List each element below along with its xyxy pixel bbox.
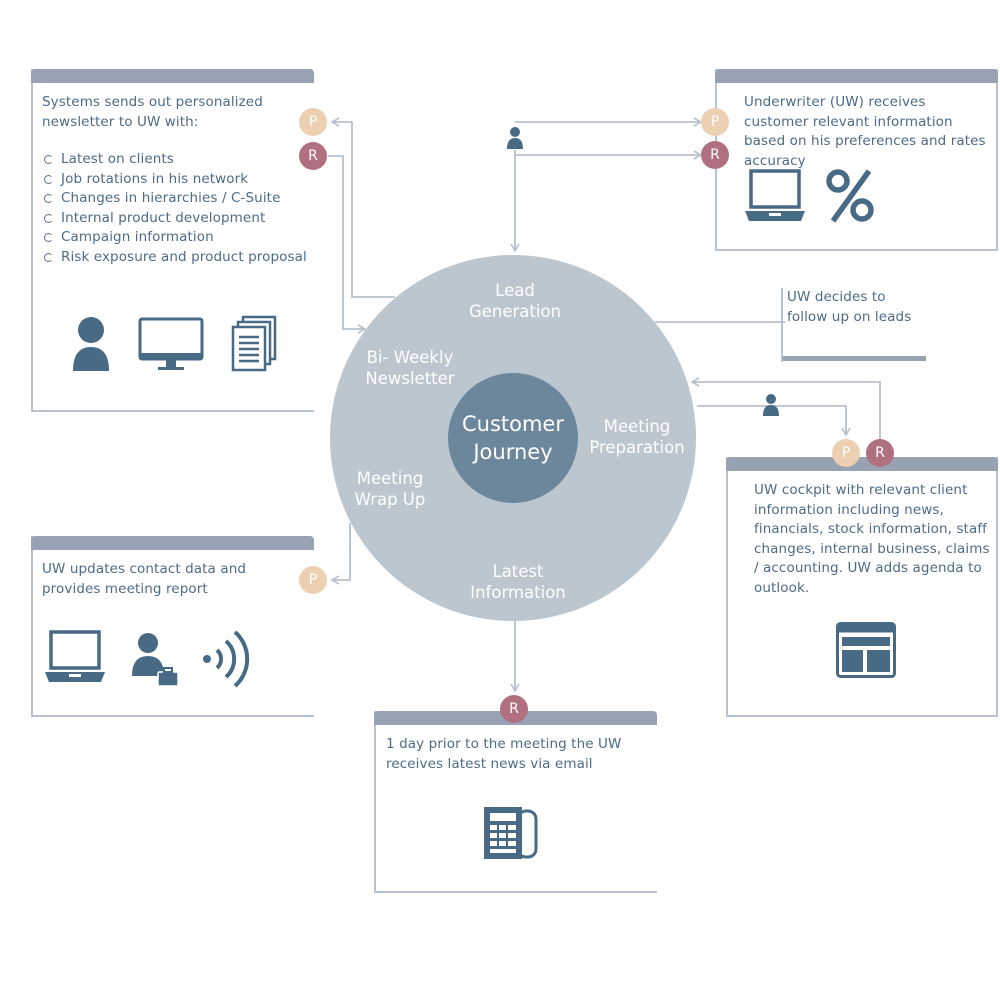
list-item: Job rotations in his network [42, 170, 312, 190]
segment-lead-generation[interactable]: Lead Generation [455, 280, 575, 322]
cockpit-text: UW cockpit with relevant client informat… [754, 482, 990, 596]
documents-icon [231, 315, 277, 372]
laptop-icon [745, 169, 805, 221]
connector-newsletter-p [330, 117, 395, 298]
cockpit-box: UW cockpit with relevant client informat… [726, 457, 998, 717]
connector-cockpit-r [690, 377, 881, 440]
badge-r-cockpit[interactable]: R [866, 439, 894, 467]
list-item: Changes in hierarchies / C-Suite [42, 189, 312, 209]
list-item: Campaign information [42, 228, 312, 248]
newspaper-icon [484, 807, 538, 859]
segment-label: Generation [468, 302, 562, 321]
connector-person-icon [507, 127, 523, 149]
connector-person-icon [763, 394, 779, 416]
segment-label: Latest [492, 562, 544, 581]
list-item: Risk exposure and product proposal [42, 248, 312, 268]
wireless-icon [203, 630, 250, 688]
percent-icon [826, 169, 874, 223]
underwriter-text: Underwriter (UW) receives customer relev… [744, 94, 986, 169]
latest-box: 1 day prior to the meeting the UW receiv… [374, 711, 657, 893]
connector-cockpit-p [697, 405, 851, 437]
dashboard-icon [836, 622, 896, 678]
connector-newsletter-r [328, 155, 367, 334]
journey-center-title: Customer Journey [433, 410, 593, 466]
badge-p-newsletter[interactable]: P [299, 108, 327, 136]
journey-center-line-2: Journey [473, 440, 553, 464]
segment-label: Lead [495, 281, 535, 300]
box-header [726, 457, 998, 471]
wrap-up-box: UW updates contact data and provides mee… [31, 536, 314, 717]
segment-latest-information[interactable]: Latest Information [458, 561, 578, 603]
segment-label: Wrap Up [354, 490, 426, 509]
journey-center-line-1: Customer [461, 412, 564, 436]
segment-label: Newsletter [365, 369, 455, 388]
badge-p-cockpit[interactable]: P [832, 439, 860, 467]
badge-r-underwriter[interactable]: R [701, 141, 729, 169]
follow-up-callout: UW decides to follow up on leads [781, 288, 926, 362]
newsletter-intro: Systems sends out personalized newslette… [42, 94, 263, 130]
segment-label: Meeting [603, 417, 671, 436]
segment-meeting-wrap-up[interactable]: Meeting Wrap Up [335, 468, 445, 510]
underwriter-box: Underwriter (UW) receives customer relev… [715, 69, 998, 251]
laptop-icon [45, 630, 105, 682]
segment-label: Bi- Weekly [366, 348, 454, 367]
monitor-icon [138, 317, 204, 370]
list-item: Internal product development [42, 209, 312, 229]
segment-bi-weekly-newsletter[interactable]: Bi- Weekly Newsletter [350, 347, 470, 389]
follow-up-underline [783, 356, 926, 361]
badge-r-latest[interactable]: R [500, 695, 528, 723]
list-item: Latest on clients [42, 150, 312, 170]
segment-label: Meeting [356, 469, 424, 488]
badge-p-underwriter[interactable]: P [701, 108, 729, 136]
latest-text: 1 day prior to the meeting the UW receiv… [386, 736, 622, 772]
newsletter-box: Systems sends out personalized newslette… [31, 69, 314, 412]
box-header [31, 69, 314, 83]
segment-label: Preparation [589, 438, 685, 457]
person-icon [73, 317, 109, 371]
businessman-icon [132, 633, 179, 687]
badge-r-newsletter[interactable]: R [299, 142, 327, 170]
newsletter-items: Latest on clients Job rotations in his n… [42, 150, 312, 267]
badge-p-wrap-up[interactable]: P [299, 566, 327, 594]
wrap-up-text: UW updates contact data and provides mee… [42, 561, 247, 597]
follow-up-text: UW decides to follow up on leads [787, 289, 912, 325]
connector-wrap-up-p [330, 523, 351, 585]
segment-meeting-preparation[interactable]: Meeting Preparation [582, 416, 692, 458]
box-header [715, 69, 998, 83]
segment-label: Information [470, 583, 566, 602]
box-header [31, 536, 314, 550]
